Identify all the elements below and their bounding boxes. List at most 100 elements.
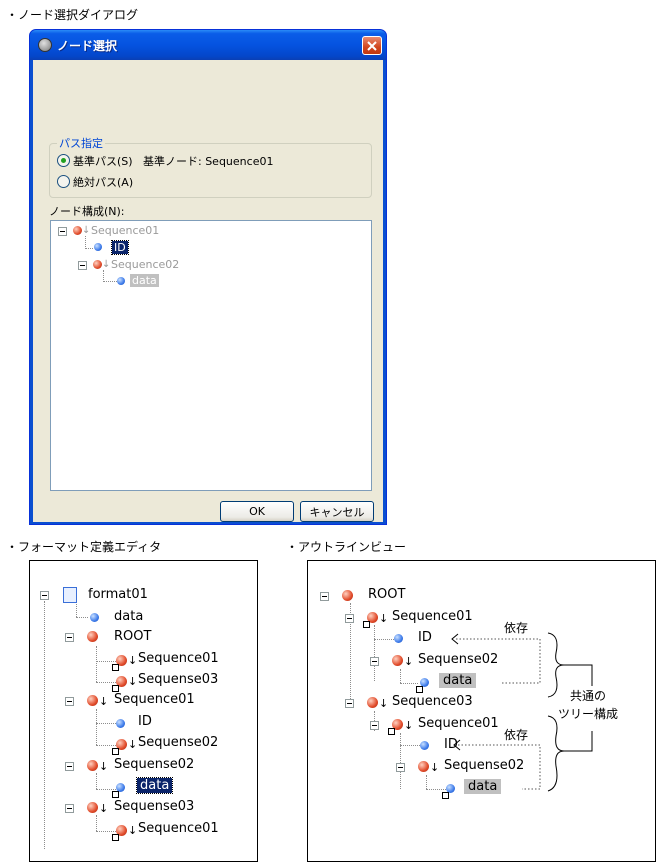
collapse-toggle[interactable] [65, 633, 74, 642]
sequence-icon [93, 260, 102, 269]
tree-line [350, 603, 351, 703]
editor-node-sequense02-ref[interactable]: Sequense02 [138, 735, 219, 750]
link-badge-icon [112, 834, 119, 841]
link-badge-icon [112, 685, 119, 692]
tree-line [400, 669, 401, 683]
link-badge-icon [442, 792, 449, 799]
node-tree[interactable]: ↓ Sequence01 ID ↓ Sequence02 data [50, 220, 372, 491]
dependency-annotations [451, 632, 593, 792]
common-tree-label-1: 共通の [570, 689, 607, 703]
editor-node-data-selected[interactable]: data [135, 777, 174, 794]
sequence-arrow-icon: ↓ [379, 612, 389, 625]
sequence-icon [87, 760, 98, 771]
base-node-text: 基準ノード: Sequence01 [143, 155, 274, 168]
dialog-body: パス指定 基準パス(S) 基準ノード: Sequence01 絶対パス(A) ノ… [33, 60, 383, 522]
sequence-icon [367, 612, 378, 623]
close-button[interactable] [362, 36, 382, 55]
sequence-icon [87, 802, 98, 813]
collapse-toggle[interactable] [345, 699, 354, 708]
tree-node-sequence01[interactable]: Sequence01 [91, 224, 160, 237]
editor-node-sequense03[interactable]: Sequense03 [114, 799, 195, 814]
tree-line [96, 723, 116, 724]
editor-node-sequence01-ref[interactable]: Sequence01 [138, 651, 219, 666]
tree-line [400, 683, 418, 684]
sequence-icon [392, 719, 403, 730]
tree-line [96, 709, 97, 745]
radio-absolute-path[interactable] [57, 175, 70, 188]
sequence-icon [392, 655, 403, 666]
editor-node-id[interactable]: ID [138, 714, 152, 729]
editor-node-sequense03-ref[interactable]: Sequense03 [138, 672, 219, 687]
cancel-button[interactable]: キャンセル [300, 501, 374, 522]
outline-node-sequense02-2[interactable]: Sequense02 [444, 758, 525, 773]
outline-node-sequence01[interactable]: Sequence01 [392, 609, 473, 624]
collapse-toggle[interactable] [58, 227, 67, 236]
element-icon [420, 678, 429, 687]
editor-node-sequence01[interactable]: Sequence01 [114, 692, 195, 707]
sequence-icon [418, 761, 429, 772]
outline-node-id-2[interactable]: ID [444, 737, 458, 752]
common-tree-label-2: ツリー構成 [558, 707, 619, 721]
ok-button[interactable]: OK [220, 501, 294, 522]
outline-node-data-2[interactable]: data [464, 779, 502, 794]
sequence-icon [87, 695, 98, 706]
sequence-arrow-icon: ↓ [128, 738, 138, 751]
sequence-icon [116, 655, 127, 666]
radio-absolute-path-label[interactable]: 絶対パス(A) [73, 176, 134, 189]
collapse-toggle[interactable] [65, 697, 74, 706]
radio-base-path[interactable] [57, 154, 70, 167]
editor-node-format01[interactable]: format01 [88, 587, 148, 602]
collapse-toggle[interactable] [78, 261, 87, 270]
format-editor-panel: format01 data ROOT ↓ Sequence01 ↓ Sequen… [29, 560, 258, 862]
path-group [49, 143, 372, 198]
sequence-arrow-icon: ↓ [99, 802, 109, 815]
tree-node-id-selected[interactable]: ID [111, 240, 129, 255]
link-badge-icon [416, 686, 423, 693]
tree-line [374, 625, 375, 681]
tree-line [103, 281, 119, 282]
element-icon [394, 634, 403, 643]
collapse-toggle[interactable] [65, 804, 74, 813]
collapse-toggle[interactable] [320, 592, 329, 601]
editor-node-sequence01-ref-2[interactable]: Sequence01 [138, 821, 219, 836]
collapse-toggle[interactable] [370, 721, 379, 730]
collapse-toggle[interactable] [370, 657, 379, 666]
sequence-arrow-icon: ↓ [404, 655, 414, 668]
outline-node-root[interactable]: ROOT [368, 587, 406, 602]
tree-node-sequence02[interactable]: Sequence02 [111, 258, 180, 271]
dialog-title: ノード選択 [57, 39, 118, 53]
tree-line [96, 815, 97, 831]
outline-node-data[interactable]: data [439, 673, 477, 688]
tree-line [85, 236, 86, 249]
tree-line [426, 789, 446, 790]
collapse-toggle[interactable] [40, 591, 49, 600]
sequence-icon [367, 697, 378, 708]
collapse-toggle[interactable] [65, 762, 74, 771]
tree-line [103, 270, 104, 282]
outline-node-sequense02[interactable]: Sequense02 [418, 652, 499, 667]
element-icon [117, 277, 125, 285]
sequence-arrow-icon: ↓ [128, 654, 138, 667]
collapse-toggle[interactable] [345, 614, 354, 623]
tree-line [400, 745, 420, 746]
tree-line [96, 745, 116, 746]
editor-node-data[interactable]: data [114, 609, 144, 624]
outline-node-id[interactable]: ID [418, 630, 432, 645]
sequence-icon [116, 676, 127, 687]
element-icon [420, 741, 429, 750]
sequence-arrow-icon: ↓ [430, 761, 440, 774]
editor-section-label: ・フォーマット定義エディタ [6, 540, 162, 554]
tree-line [44, 601, 45, 849]
collapse-toggle[interactable] [396, 763, 405, 772]
sequence-arrow-icon: ↓ [102, 259, 111, 270]
link-badge-icon [112, 664, 119, 671]
radio-base-path-label[interactable]: 基準パス(S) [73, 155, 133, 168]
link-badge-icon [363, 621, 370, 628]
outline-node-sequence03[interactable]: Sequence03 [392, 694, 473, 709]
sequence-arrow-icon: ↓ [128, 675, 138, 688]
tree-node-data[interactable]: data [130, 274, 159, 287]
editor-node-root[interactable]: ROOT [114, 629, 152, 644]
editor-node-sequense02[interactable]: Sequense02 [114, 757, 195, 772]
tree-line [96, 831, 116, 832]
outline-node-sequence01-2[interactable]: Sequence01 [418, 716, 499, 731]
